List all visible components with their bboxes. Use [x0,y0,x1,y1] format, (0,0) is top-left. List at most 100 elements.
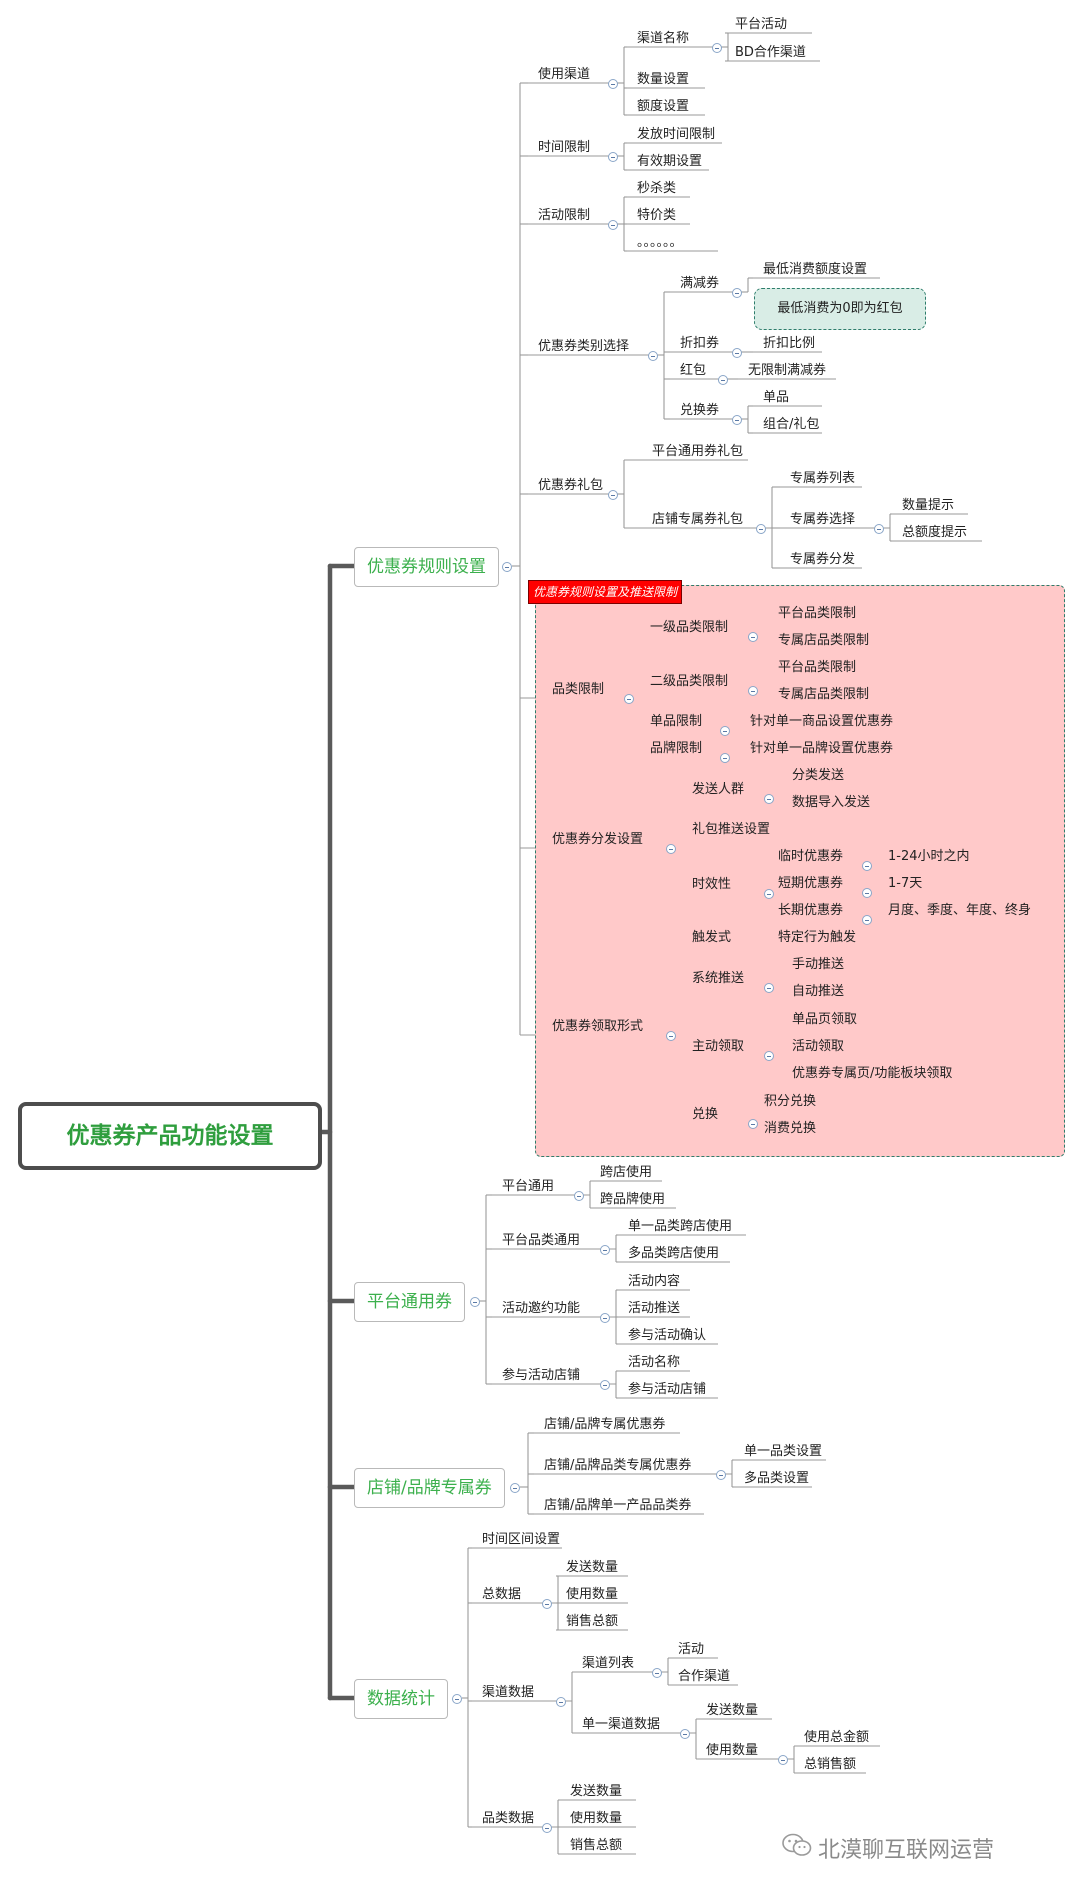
topic-t4[interactable]: 品类数据 [482,1811,535,1826]
collapse-toggle-icon[interactable] [712,43,722,53]
collapse-toggle-icon[interactable] [748,686,758,696]
collapse-toggle-icon[interactable] [764,794,774,804]
branch-platform-coupon[interactable]: 平台通用券 [354,1282,465,1322]
topic-c2[interactable]: 时间限制 [538,140,591,155]
collapse-toggle-icon[interactable] [680,1729,690,1739]
collapse-toggle-icon[interactable] [608,79,618,89]
topic-q3[interactable]: 活动邀约功能 [502,1301,581,1316]
topic-q4b[interactable]: 参与活动店铺 [628,1382,707,1397]
collapse-toggle-icon[interactable] [732,415,742,425]
topic-t1[interactable]: 时间区间设置 [482,1532,561,1547]
topic-p2c2a[interactable]: 1-7天 [888,876,923,891]
collapse-toggle-icon[interactable] [608,220,618,230]
collapse-toggle-icon[interactable] [608,152,618,162]
topic-t3b2b[interactable]: 总销售额 [804,1757,857,1772]
collapse-toggle-icon[interactable] [862,861,872,871]
topic-c1b[interactable]: 数量设置 [637,72,690,87]
topic-t3[interactable]: 渠道数据 [482,1685,535,1700]
collapse-toggle-icon[interactable] [764,1051,774,1061]
topic-p2a[interactable]: 发送人群 [692,782,745,797]
collapse-toggle-icon[interactable] [716,1470,726,1480]
topic-c4a[interactable]: 满减券 [680,276,720,291]
collapse-toggle-icon[interactable] [756,524,766,534]
topic-p2c1a[interactable]: 1-24小时之内 [888,849,970,864]
topic-p3c3[interactable]: 优惠券专属页/功能板块领取 [792,1066,953,1081]
topic-t3a[interactable]: 渠道列表 [582,1656,635,1671]
topic-p3c1[interactable]: 单品页领取 [792,1012,858,1027]
branch-store-brand-coupon[interactable]: 店铺/品牌专属券 [354,1468,505,1508]
topic-c1[interactable]: 使用渠道 [538,67,591,82]
topic-p1a1[interactable]: 平台品类限制 [778,606,857,621]
topic-t2c[interactable]: 销售总额 [566,1614,619,1629]
topic-p2a1[interactable]: 分类发送 [792,768,845,783]
topic-p1b[interactable]: 二级品类限制 [650,674,729,689]
topic-t4c[interactable]: 销售总额 [570,1838,623,1853]
collapse-toggle-icon[interactable] [764,889,774,899]
collapse-toggle-icon[interactable] [778,1755,788,1765]
topic-p3b2[interactable]: 自动推送 [792,984,845,999]
collapse-toggle-icon[interactable] [720,726,730,736]
topic-t4a[interactable]: 发送数量 [570,1784,623,1799]
topic-q1a[interactable]: 跨店使用 [600,1165,653,1180]
collapse-toggle-icon[interactable] [510,1483,520,1493]
topic-q4a[interactable]: 活动名称 [628,1355,681,1370]
topic-c5a[interactable]: 平台通用券礼包 [652,444,744,459]
topic-q4[interactable]: 参与活动店铺 [502,1368,581,1383]
collapse-toggle-icon[interactable] [502,562,512,572]
topic-p1c[interactable]: 单品限制 [650,714,703,729]
topic-p3c[interactable]: 主动领取 [692,1039,745,1054]
topic-p1b2[interactable]: 专属店品类限制 [778,687,870,702]
collapse-toggle-icon[interactable] [732,348,742,358]
topic-p3a1[interactable]: 特定行为触发 [778,930,857,945]
topic-p3a[interactable]: 触发式 [692,930,732,945]
topic-c5[interactable]: 优惠券礼包 [538,478,604,493]
topic-c4a1[interactable]: 最低消费额度设置 [763,262,868,277]
collapse-toggle-icon[interactable] [764,983,774,993]
topic-p1b1[interactable]: 平台品类限制 [778,660,857,675]
topic-t3b2a[interactable]: 使用总金额 [804,1730,870,1745]
topic-t2[interactable]: 总数据 [482,1587,522,1602]
branch-data-statistics[interactable]: 数据统计 [354,1679,448,1719]
topic-c4d[interactable]: 兑换券 [680,403,720,418]
topic-c1c[interactable]: 额度设置 [637,99,690,114]
topic-s3[interactable]: 店铺/品牌单一产品品类券 [544,1498,692,1513]
root-topic[interactable]: 优惠券产品功能设置 [18,1102,322,1170]
topic-q1b[interactable]: 跨品牌使用 [600,1192,666,1207]
topic-p3d[interactable]: 兑换 [692,1107,719,1122]
topic-s2b[interactable]: 多品类设置 [744,1471,810,1486]
topic-t3a1[interactable]: 活动 [678,1642,705,1657]
topic-p1c1[interactable]: 针对单一商品设置优惠券 [750,714,894,729]
topic-p1d[interactable]: 品牌限制 [650,741,703,756]
collapse-toggle-icon[interactable] [542,1599,552,1609]
topic-p3c2[interactable]: 活动领取 [792,1039,845,1054]
topic-q3c[interactable]: 参与活动确认 [628,1328,707,1343]
topic-c1a2[interactable]: BD合作渠道 [735,45,806,60]
topic-c4b[interactable]: 折扣券 [680,336,720,351]
topic-c3b[interactable]: 特价类 [637,208,677,223]
topic-t2b[interactable]: 使用数量 [566,1587,619,1602]
collapse-toggle-icon[interactable] [542,1823,552,1833]
collapse-toggle-icon[interactable] [862,915,872,925]
collapse-toggle-icon[interactable] [748,632,758,642]
topic-p2c1[interactable]: 临时优惠券 [778,849,844,864]
topic-c4d2[interactable]: 组合/礼包 [763,417,820,432]
topic-c4c1[interactable]: 无限制满减券 [748,363,827,378]
collapse-toggle-icon[interactable] [600,1245,610,1255]
collapse-toggle-icon[interactable] [874,524,884,534]
collapse-toggle-icon[interactable] [608,490,618,500]
topic-p1a2[interactable]: 专属店品类限制 [778,633,870,648]
topic-t3a2[interactable]: 合作渠道 [678,1669,731,1684]
topic-c4[interactable]: 优惠券类别选择 [538,339,630,354]
topic-p2c3a[interactable]: 月度、季度、年度、终身 [888,903,1032,918]
branch-coupon-rules[interactable]: 优惠券规则设置 [354,547,499,587]
topic-p2c[interactable]: 时效性 [692,877,732,892]
topic-c4c[interactable]: 红包 [680,363,707,378]
topic-c5b[interactable]: 店铺专属券礼包 [652,512,744,527]
topic-s1[interactable]: 店铺/品牌专属优惠券 [544,1417,666,1432]
topic-c5b1[interactable]: 专属券列表 [790,471,856,486]
topic-p2a2[interactable]: 数据导入发送 [792,795,871,810]
topic-c5b3[interactable]: 专属券分发 [790,552,856,567]
topic-p1[interactable]: 品类限制 [552,682,605,697]
topic-c5b2a[interactable]: 数量提示 [902,498,955,513]
collapse-toggle-icon[interactable] [648,351,658,361]
